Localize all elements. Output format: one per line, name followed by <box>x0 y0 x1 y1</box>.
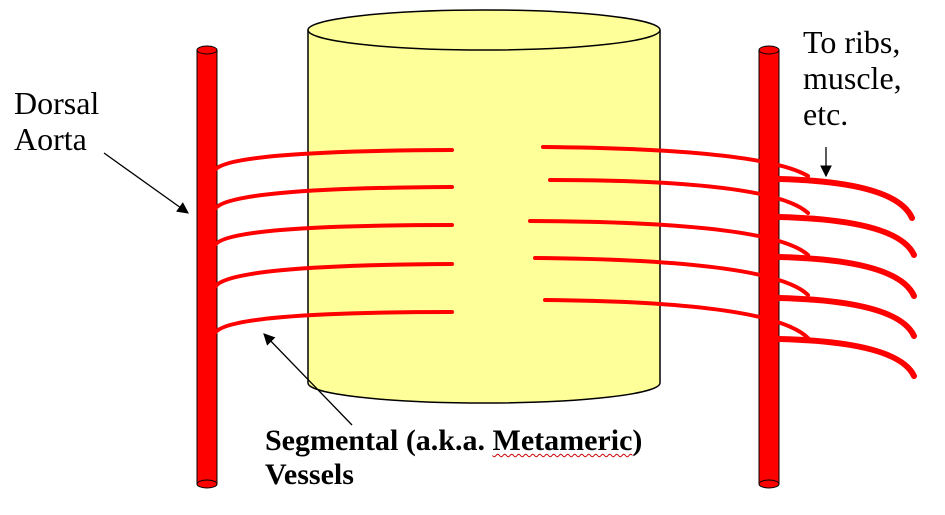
rib-branch-1 <box>776 176 915 221</box>
cylinder-top <box>307 9 661 51</box>
left-segmental-vessels <box>213 148 454 335</box>
left-vessel-3 <box>213 223 454 247</box>
dorsal-aorta-arrow <box>103 152 189 214</box>
dorsal-aorta-label-line2: Aorta <box>14 120 87 157</box>
rib-branch-4 <box>776 295 917 339</box>
to-ribs-label-line1: To ribs, <box>803 24 901 60</box>
segmental-label-line1: Segmental (a.k.a. Metameric) <box>265 424 642 458</box>
right-vessel-1 <box>541 145 810 178</box>
to-ribs-label-line3: etc. <box>803 95 849 132</box>
annotation-arrows <box>103 147 832 426</box>
cylinder <box>307 9 661 404</box>
left-vessel-1 <box>213 148 454 172</box>
right-segmental-vessels <box>528 145 810 340</box>
segmental-arrow <box>263 333 353 426</box>
dorsal-aorta-label-line1: Dorsal <box>14 85 100 121</box>
cylinder-body <box>307 30 661 404</box>
rib-branches <box>776 176 917 379</box>
to-ribs-label-line2: muscle, <box>803 59 902 96</box>
segmental-suffix: ) <box>632 424 643 457</box>
metameric-word: Metameric <box>492 424 633 457</box>
rib-branch-3 <box>776 254 917 299</box>
rib-branch-2 <box>776 214 917 258</box>
segmental-vessels-label: Segmental (a.k.a. Metameric) Vessels <box>265 424 642 491</box>
left-vessel-2 <box>213 185 454 211</box>
right-vessel-5 <box>543 298 810 340</box>
segmental-label-line2: Vessels <box>265 457 354 491</box>
right-vessel-4 <box>533 256 810 297</box>
left-dorsal-aorta <box>196 45 218 489</box>
left-vessel-5 <box>213 310 454 335</box>
rib-branch-5 <box>776 336 917 379</box>
right-vessel-3 <box>528 219 810 257</box>
segmental-prefix: Segmental (a.k.a. <box>265 424 493 457</box>
dorsal-aorta-label: Dorsal Aorta <box>14 85 100 158</box>
right-vessel-2 <box>548 178 810 215</box>
right-dorsal-aorta <box>758 45 780 489</box>
to-ribs-label: To ribs, muscle, etc. <box>803 24 902 132</box>
left-vessel-4 <box>213 262 454 289</box>
